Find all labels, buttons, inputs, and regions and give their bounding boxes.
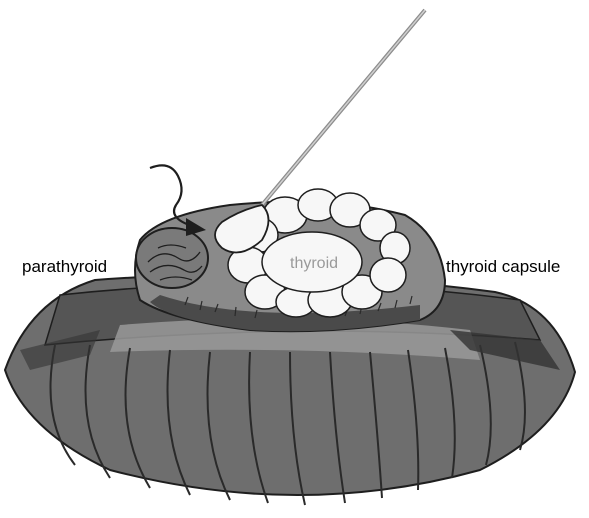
parathyroid-gland [136, 228, 208, 288]
parathyroid-label: parathyroid [22, 258, 107, 275]
thyroid-capsule-label: thyroid capsule [446, 258, 560, 275]
thyroid-label: thyroid [290, 256, 338, 272]
